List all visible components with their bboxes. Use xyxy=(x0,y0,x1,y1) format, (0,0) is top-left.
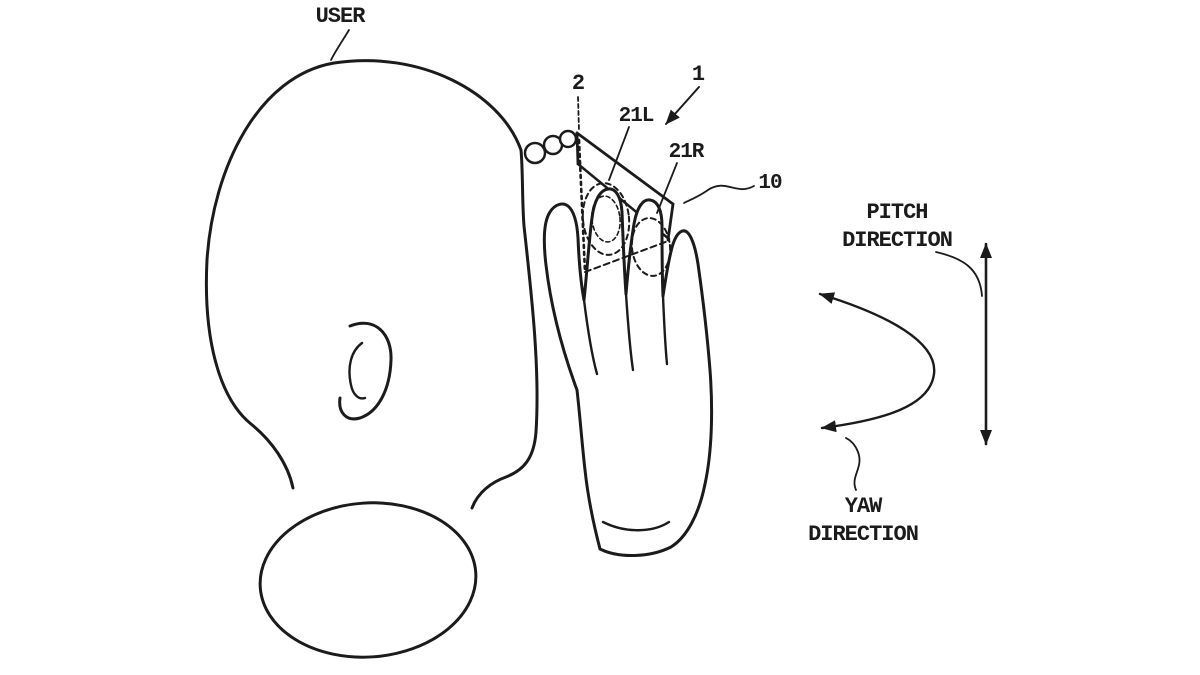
finger-separation-line xyxy=(661,294,669,366)
finger-separation-line xyxy=(624,292,635,372)
lens-21l-inner-outline xyxy=(591,195,621,243)
ref2-leader-line xyxy=(577,96,580,132)
label-ref-21l: 21L xyxy=(619,105,654,128)
leader-lines xyxy=(330,29,983,491)
user-head-outline xyxy=(204,59,539,510)
hmd-top-edge xyxy=(575,131,675,206)
label-ref-10: 10 xyxy=(758,172,782,195)
label-yaw-line1: YAW xyxy=(845,494,883,519)
label-ref-1: 1 xyxy=(692,62,705,87)
label-ref-21r: 21R xyxy=(669,141,705,164)
finger-separation-line xyxy=(582,298,599,376)
label-pitch-line1: PITCH xyxy=(866,200,927,225)
lens-21l-outline xyxy=(581,182,631,256)
user-ear xyxy=(338,321,393,421)
label-ref-2: 2 xyxy=(572,71,584,96)
hmd-right-edge xyxy=(666,202,675,242)
user-torso xyxy=(258,501,478,659)
ref1-arrow-leader xyxy=(665,86,700,125)
ref10-leader-line xyxy=(683,184,755,204)
hmd-device xyxy=(575,131,675,277)
fingertip-bump xyxy=(523,141,547,165)
hmd-near-edge xyxy=(575,131,580,166)
hand-silhouette xyxy=(542,187,714,557)
user-figure xyxy=(204,59,539,659)
yaw-leader-line xyxy=(845,437,861,491)
wrist-crease-line xyxy=(601,520,671,532)
ref21r-leader-line xyxy=(656,162,678,214)
yaw-direction-arrow xyxy=(818,292,936,433)
label-pitch-direction: PITCH DIRECTION xyxy=(842,200,953,253)
ref21l-leader-line xyxy=(608,126,630,181)
hmd-hidden-bottom-edge xyxy=(584,240,669,273)
label-yaw-direction: YAW DIRECTION xyxy=(808,494,919,547)
pitch-leader-line xyxy=(935,251,983,297)
holding-hand xyxy=(542,187,714,557)
label-user: USER xyxy=(316,4,367,29)
lens-21r-outline xyxy=(630,217,672,277)
fingertip-bump xyxy=(558,129,578,149)
user-leader-line xyxy=(330,29,350,61)
label-yaw-line2: DIRECTION xyxy=(808,522,918,547)
label-pitch-line2: DIRECTION xyxy=(842,228,952,253)
user-ear-inner xyxy=(348,341,367,400)
hmd-hidden-near-edge xyxy=(577,138,587,274)
far-hand-fingertips xyxy=(523,129,578,165)
